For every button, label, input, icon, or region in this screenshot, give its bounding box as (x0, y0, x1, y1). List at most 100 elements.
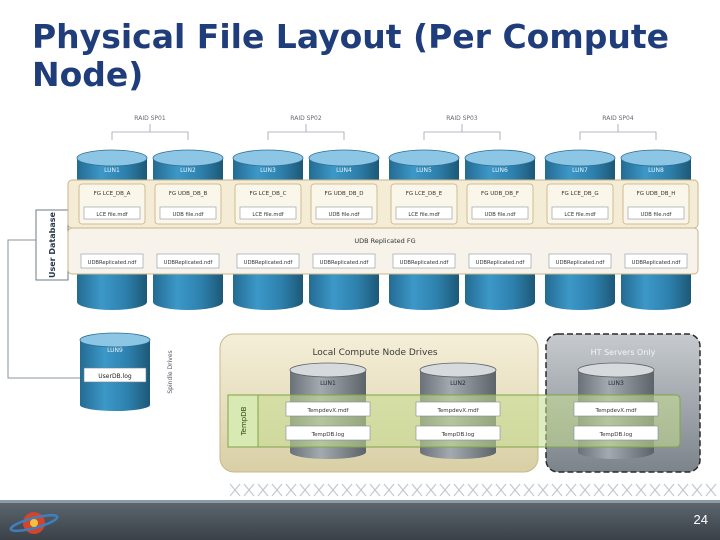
decorative-cross (425, 483, 437, 497)
local-drives-title: Local Compute Node Drives (312, 348, 437, 358)
replicated-file-label: UDBReplicated.ndf (244, 260, 293, 266)
raid-bracket (579, 131, 657, 140)
decorative-cross (411, 483, 423, 497)
decorative-cross (481, 483, 493, 497)
filegroup-label: FG LCE_DB_A (94, 191, 131, 197)
filegroup-label: FG LCE_DB_C (250, 191, 287, 197)
lun-cylinder-top (308, 149, 380, 167)
decorative-cross-pattern (230, 483, 717, 497)
replicated-file-box (548, 253, 612, 269)
raid-bracket (423, 131, 501, 140)
lun-label: LUN1 (104, 167, 120, 174)
tempdb-data-file-box (415, 401, 501, 417)
replicated-file-box (468, 253, 532, 269)
local-lun-label: LUN1 (320, 380, 336, 387)
replicated-file-box (156, 253, 220, 269)
decorative-cross (663, 483, 675, 497)
local-lun-top (577, 362, 655, 378)
tempdb-log-file-box (415, 425, 501, 441)
lun-label: LUN2 (180, 167, 196, 174)
filegroup-label: FG UDB_DB_B (169, 191, 208, 197)
replicated-file-label: UDBReplicated.ndf (320, 260, 369, 266)
log-lun-cylinder (79, 332, 151, 411)
decorative-cross (705, 483, 717, 497)
raid-bracket (267, 131, 345, 140)
lun-cylinder-top (544, 149, 616, 167)
tempdb-label-box (227, 394, 259, 448)
replicated-file-box (236, 253, 300, 269)
local-lun-label: LUN2 (450, 380, 466, 387)
ht-servers-label: HT Servers Only (591, 348, 656, 357)
filegroup-label: FG LCE_DB_E (406, 191, 443, 197)
file-box (471, 206, 529, 220)
replicated-file-label: UDBReplicated.ndf (476, 260, 525, 266)
company-logo (9, 512, 59, 534)
lun-label: LUN3 (260, 167, 276, 174)
decorative-cross (257, 483, 269, 497)
filegroup-label: FG UDB_DB_D (325, 191, 364, 197)
decorative-cross (369, 483, 381, 497)
tempdb-data-file-label: TempdevX.mdf (436, 408, 479, 414)
lun-label: LUN6 (492, 167, 508, 174)
tempdb-log-file-label: TempDB.log (311, 432, 345, 438)
replicated-file-box (80, 253, 144, 269)
lun-label: LUN4 (336, 167, 352, 174)
filegroup-label: FG UDB_DB_F (481, 191, 519, 197)
decorative-cross (607, 483, 619, 497)
spindle-label: Spindle Drives (167, 350, 174, 393)
decorative-cross (397, 483, 409, 497)
replicated-file-box (624, 253, 688, 269)
decorative-cross (271, 483, 283, 497)
local-lun-label: LUN3 (608, 380, 624, 387)
decorative-cross (467, 483, 479, 497)
tempdb-label: TempDB (240, 406, 248, 436)
decorative-cross (243, 483, 255, 497)
tempdb-data-file-label: TempdevX.mdf (306, 408, 349, 414)
file-box (159, 206, 217, 220)
file-box (551, 206, 609, 220)
page-number: 24 (693, 512, 708, 527)
decorative-cross (649, 483, 661, 497)
decorative-cross (299, 483, 311, 497)
footer-bar (0, 500, 720, 540)
lun-cylinder-top (232, 149, 304, 167)
replicated-fg-label: UDB Replicated FG (354, 237, 415, 245)
file-box (83, 206, 141, 220)
slide-title: Physical File Layout (Per Compute Node) (32, 17, 669, 94)
file-label: LCE file.mdf (408, 212, 439, 218)
lun-cylinder-top (76, 149, 148, 167)
replicated-file-label: UDBReplicated.ndf (164, 260, 213, 266)
lun-cylinder-top (464, 149, 536, 167)
decorative-cross (495, 483, 507, 497)
file-label: LCE file.mdf (564, 212, 595, 218)
lun-label: LUN7 (572, 167, 588, 174)
filegroup-label: FG LCE_DB_G (561, 191, 598, 197)
file-label: UDB file.ndf (329, 212, 360, 218)
replicated-file-label: UDBReplicated.ndf (556, 260, 605, 266)
replicated-file-cells: UDBReplicated.ndf UDBReplicated.ndf UDBRep… (80, 253, 688, 269)
replicated-file-box (312, 253, 376, 269)
log-lun-label: LUN9 (107, 347, 123, 354)
replicated-file-box (392, 253, 456, 269)
file-label: UDB file.ndf (173, 212, 204, 218)
filegroup-cells: FG LCE_DB_A LCE file.mdf FG UDB_DB_B UDB fi… (78, 183, 690, 225)
connector-line (7, 239, 82, 379)
decorative-cross (355, 483, 367, 497)
local-lun-top (419, 362, 497, 378)
raid-bracket (111, 131, 189, 140)
decorative-cross (439, 483, 451, 497)
decorative-cross (537, 483, 549, 497)
decorative-cross (327, 483, 339, 497)
raid-label: RAID SP02 (290, 115, 322, 122)
tempdb-log-file-label: TempDB.log (599, 432, 633, 438)
log-file-label: UserDB.log (98, 373, 132, 380)
decorative-cross (453, 483, 465, 497)
decorative-cross (677, 483, 689, 497)
tempdb-data-file-box (573, 401, 659, 417)
decorative-cross (593, 483, 605, 497)
tempdb-log-file-box (285, 425, 371, 441)
lun-cylinder-top (388, 149, 460, 167)
